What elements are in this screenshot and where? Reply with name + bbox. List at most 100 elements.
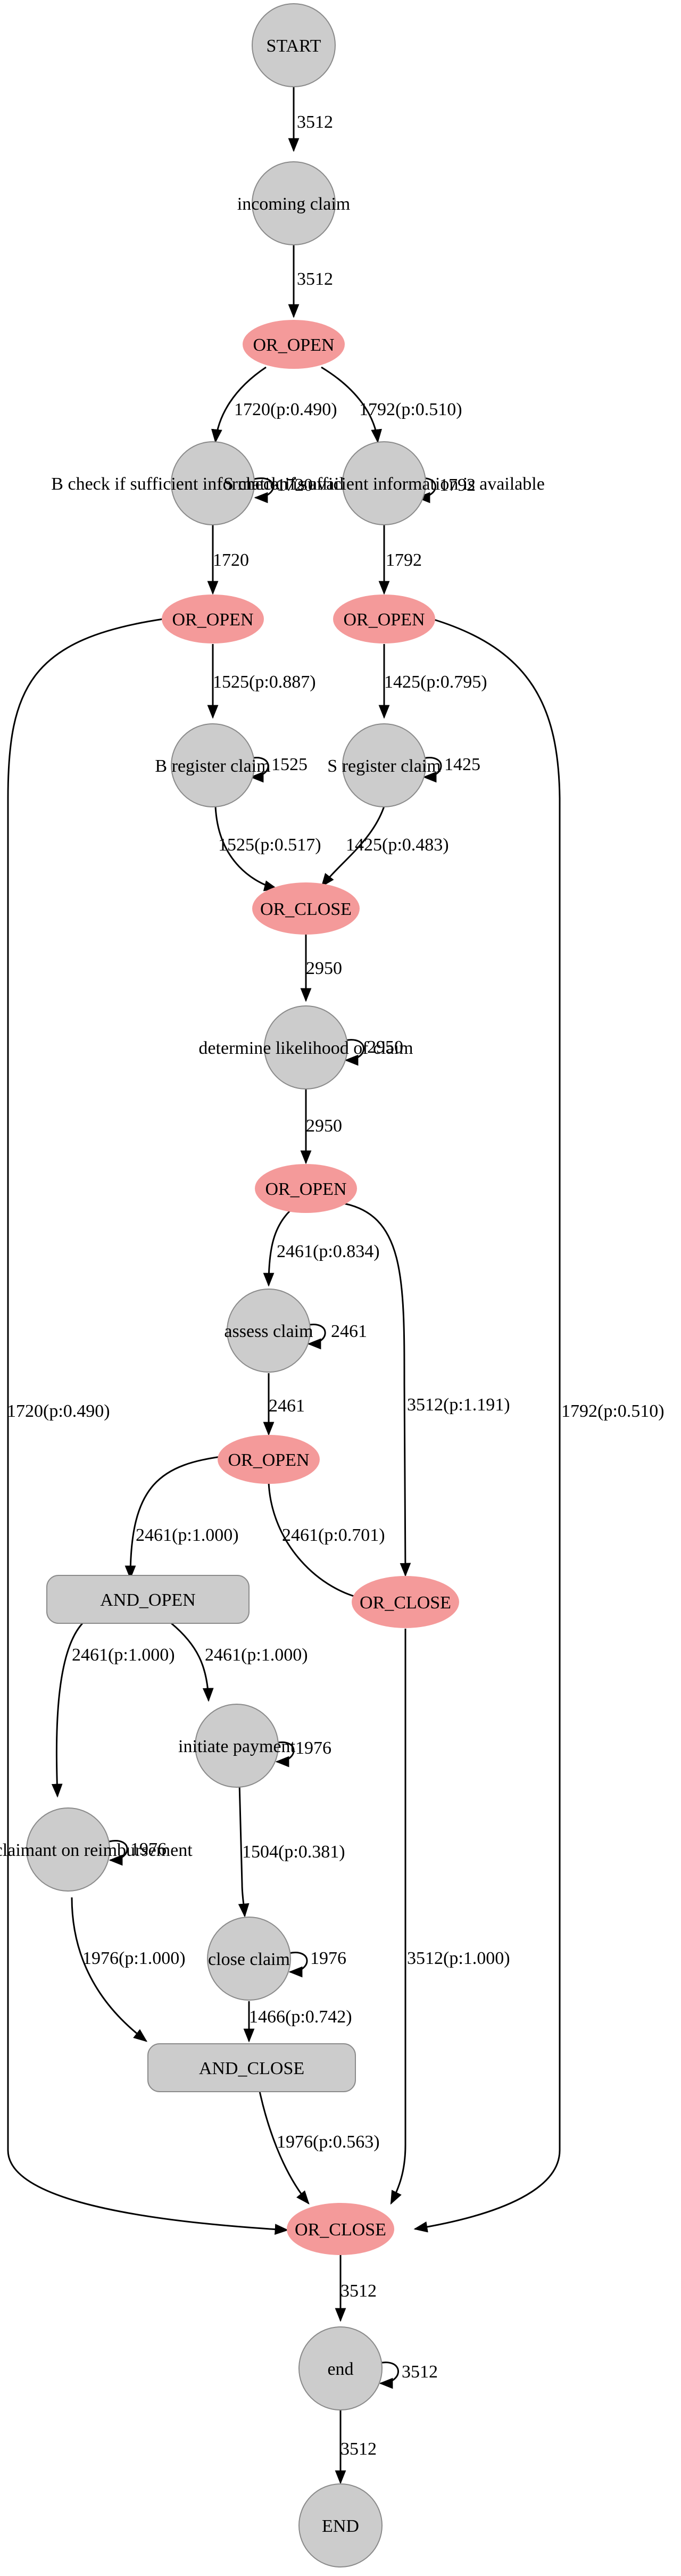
edge-label: 1425(p:0.795) (384, 672, 487, 692)
node-shape (333, 595, 435, 643)
node-shape (171, 723, 255, 807)
edge-label: 1792(p:0.510) (561, 1401, 665, 1421)
node-b-register[interactable]: B register claim (155, 723, 271, 807)
node-label: OR_CLOSE (360, 1593, 451, 1613)
node-label: assess claim (224, 1322, 313, 1341)
node-shape (342, 441, 426, 525)
node-shape (252, 882, 360, 935)
edge-labels: 3512 3512 1720(p:0.490) 1792(p:0.510) 17… (7, 112, 665, 2459)
node-or-open-1[interactable]: OR_OPEN (243, 320, 345, 369)
node-assess-claim[interactable]: assess claim (224, 1289, 313, 1373)
node-label: advise claimant on reimbursement (0, 1840, 193, 1860)
node-shape (195, 1704, 279, 1788)
edge-advise-andclose (71, 1897, 148, 2042)
edge-close-self (288, 1952, 308, 1978)
edge-oropen3-andopen (124, 1455, 229, 1580)
edge-label: 3512 (402, 2362, 438, 2382)
edge-label: 2950 (306, 1116, 342, 1136)
node-or-close-2[interactable]: OR_CLOSE (352, 1576, 459, 1628)
edge-oropen2-assess (263, 1210, 291, 1287)
node-shape (298, 2483, 383, 2567)
edge-label: 1425(p:0.483) (346, 835, 449, 855)
edge-label: 1525 (271, 755, 308, 774)
node-end[interactable]: end (298, 2326, 383, 2410)
edge-label: 1792(p:0.510) (359, 400, 462, 419)
node-shape (207, 1917, 291, 2001)
edges (7, 87, 561, 2484)
node-or-close-1[interactable]: OR_CLOSE (252, 882, 360, 935)
node-or-open-3[interactable]: OR_OPEN (218, 1435, 320, 1484)
node-label: determine likelihood of claim (198, 1038, 413, 1058)
node-shape (171, 441, 255, 525)
node-shape (298, 2326, 383, 2410)
edge-label: 2461(p:0.701) (282, 1525, 385, 1545)
node-s-register[interactable]: S register claim (327, 723, 441, 807)
edge-oropen3-orclose2 (268, 1482, 369, 1603)
node-shape (46, 1575, 250, 1624)
edge-label: 2461(p:1.000) (72, 1645, 175, 1665)
node-shape (352, 1576, 459, 1628)
edge-label: 1525(p:0.887) (213, 672, 316, 692)
node-or-open-2[interactable]: OR_OPEN (255, 1164, 357, 1213)
node-label: S register claim (327, 756, 441, 776)
node-shape (218, 1435, 320, 1484)
edge-label: 1720(p:0.490) (7, 1401, 110, 1421)
edge-label: 1720(p:0.490) (234, 400, 337, 419)
node-label: OR_OPEN (343, 610, 425, 630)
edge-assess-self (306, 1324, 326, 1350)
node-label: OR_OPEN (172, 610, 253, 630)
node-end-final[interactable]: END (298, 2483, 383, 2567)
edge-oropen2-orclose2 (340, 1202, 411, 1577)
node-label: OR_CLOSE (295, 2220, 386, 2240)
node-label: OR_CLOSE (260, 899, 352, 919)
edge-label: 1466(p:0.742) (249, 2007, 352, 2027)
node-shape (26, 1807, 110, 1892)
node-shape (227, 1289, 311, 1373)
node-incoming-claim[interactable]: incoming claim (237, 161, 350, 245)
nodes: START incoming claim OR_OPEN B check if … (0, 3, 545, 2567)
node-advise-claimant[interactable]: advise claimant on reimbursement (0, 1807, 193, 1892)
edge-sregister-self (422, 757, 442, 783)
edge-label: 1792 (386, 550, 422, 570)
edge-label: 1720 (277, 475, 313, 495)
edge-label: 2461(p:0.834) (277, 1242, 380, 1261)
edge-label: 1525(p:0.517) (218, 835, 321, 855)
node-or-close-3[interactable]: OR_CLOSE (287, 2203, 394, 2255)
node-label: incoming claim (237, 194, 350, 214)
node-shape (342, 723, 426, 807)
edge-label: 3512 (340, 2281, 377, 2301)
node-start[interactable]: START (252, 3, 336, 87)
node-and-close[interactable]: AND_CLOSE (147, 2043, 356, 2092)
edge-determine-self (344, 1039, 364, 1066)
edge-end-self (379, 2362, 399, 2389)
node-label: AND_OPEN (100, 1590, 195, 1610)
node-or-open-b[interactable]: OR_OPEN (162, 595, 264, 643)
node-label: END (322, 2516, 359, 2536)
edge-oropenb-orclose3 (7, 618, 289, 2235)
node-shape (264, 1005, 348, 1089)
node-label: B check if sufficient information is ava… (51, 474, 374, 494)
node-shape (287, 2203, 394, 2255)
edge-label: 1976(p:1.000) (82, 1948, 186, 1968)
edge-orclose2-orclose3 (390, 1629, 406, 2205)
node-and-open[interactable]: AND_OPEN (46, 1575, 250, 1624)
node-label: OR_OPEN (228, 1450, 309, 1470)
edge-andopen-initiate (171, 1622, 214, 1702)
node-or-open-s[interactable]: OR_OPEN (333, 595, 435, 643)
node-label: OR_OPEN (253, 335, 334, 355)
node-close-claim[interactable]: close claim (207, 1917, 291, 2001)
edge-label: 2950 (367, 1037, 403, 1057)
node-initiate-payment[interactable]: initiate payment (178, 1704, 296, 1788)
node-label: end (327, 2359, 353, 2379)
edge-initiate-self (275, 1741, 295, 1768)
node-determine-likelihood[interactable]: determine likelihood of claim (198, 1005, 413, 1089)
edge-label: 3512(p:1.000) (407, 1948, 510, 1968)
node-shape (255, 1164, 357, 1213)
edge-label: 2950 (306, 959, 342, 978)
node-b-check[interactable]: B check if sufficient information is ava… (51, 441, 375, 525)
node-label: close claim (208, 1950, 290, 1969)
edge-label: 1976 (310, 1948, 346, 1968)
node-label: AND_CLOSE (199, 2059, 304, 2078)
node-s-check[interactable]: S check if sufficient information is ava… (223, 441, 545, 525)
